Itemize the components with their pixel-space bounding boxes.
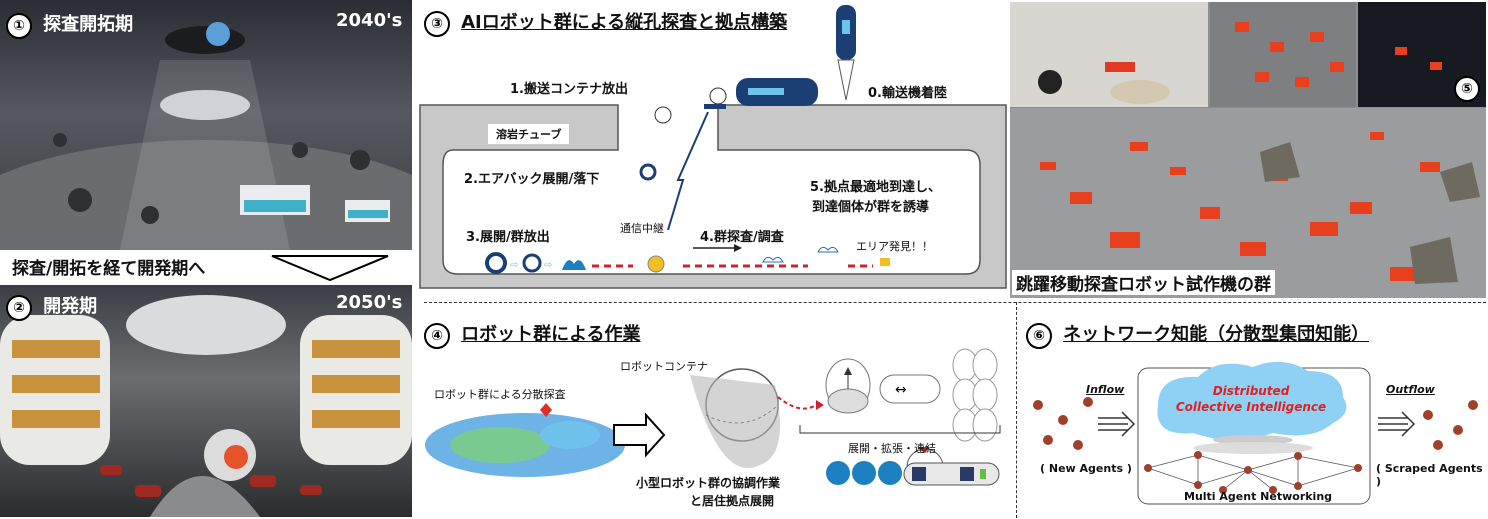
network-label: Multi Agent Networking — [1184, 490, 1333, 503]
panel2-header: ② 開発期 — [6, 292, 97, 321]
earth-icon — [206, 22, 230, 46]
step4-text: 4.群探査/調査 — [700, 230, 784, 245]
new-agents-label: ( New Agents ) — [1040, 462, 1132, 475]
step3-text: 3.展開/群放出 — [466, 230, 550, 245]
scraped-agents-label: ( Scraped Agents ) — [1376, 462, 1483, 488]
relay-text: 通信中継 — [620, 222, 664, 235]
outflow-label: Outflow — [1386, 383, 1435, 396]
cloud-icon — [1157, 361, 1347, 440]
step1-text: 1.搬送コンテナ放出 — [510, 82, 628, 97]
transition-text: 探査/開拓を経て開発期へ — [12, 259, 206, 279]
panel4-title: ロボット群による作業 — [461, 324, 641, 345]
panel6-number: ⑥ — [1026, 323, 1052, 349]
coop-text-b: と居住拠点展開 — [690, 494, 775, 508]
panel2-title: 開発期 — [43, 296, 98, 317]
panel1-image — [0, 0, 412, 250]
panel4-diagram: ↔ — [425, 348, 1001, 486]
down-arrow-icon — [271, 255, 389, 282]
inflow-label: Inflow — [1086, 383, 1125, 396]
panel5-photo — [1010, 2, 1486, 298]
lava-tube-shape — [419, 104, 1007, 289]
moon-surface-illustration — [0, 22, 412, 250]
panel2-number: ② — [6, 295, 32, 321]
cloud-text-a: Distributed — [1212, 384, 1290, 398]
coop-text-a: 小型ロボット群の協調作業 — [636, 476, 781, 490]
panel3-header: ③ AIロボット群による縦孔探査と拠点構築 — [424, 8, 787, 37]
panel5-header: ⑤ — [1454, 76, 1480, 102]
lava-tube-label: 溶岩チューブ — [488, 124, 570, 144]
panel4-header: ④ ロボット群による作業 — [424, 320, 641, 349]
relay-node-icon — [647, 255, 665, 273]
panel2-year: 2050's — [336, 292, 403, 313]
panel5-caption: 跳躍移動探査ロボット試作機の群 — [1012, 270, 1275, 295]
panel6-title: ネットワーク知能（分散型集団知能） — [1063, 324, 1370, 345]
area-found-text: エリア発見！！ — [856, 240, 933, 253]
panel6-header: ⑥ ネットワーク知能（分散型集団知能） — [1026, 320, 1369, 349]
base-city-illustration — [0, 295, 412, 517]
panel6-diagram — [1033, 361, 1478, 505]
panel5-number: ⑤ — [1454, 76, 1480, 102]
panel1-year: 2040's — [336, 10, 403, 31]
step2-text: 2.エアバック展開/落下 — [464, 172, 600, 187]
robot-swarm-photo — [1010, 2, 1486, 298]
panel3-number: ③ — [424, 11, 450, 37]
panel1-header: ① 探査開拓期 — [6, 10, 133, 39]
panel1-number: ① — [6, 13, 32, 39]
cloud-text-b: Collective Intelligence — [1175, 400, 1327, 414]
panel4-number: ④ — [424, 323, 450, 349]
panel1-title: 探査開拓期 — [43, 14, 134, 35]
robot-container-label: ロボットコンテナ — [620, 360, 708, 373]
step5b-text: 到達個体が群を誘導 — [812, 200, 930, 215]
right-arrow-icon — [613, 412, 666, 458]
separator-vertical — [1016, 302, 1017, 518]
svg-text:⇨: ⇨ — [510, 260, 518, 271]
panel3-title: AIロボット群による縦孔探査と拠点構築 — [461, 12, 788, 33]
alert-icon — [540, 403, 552, 417]
separator-horizontal — [424, 302, 1486, 303]
panel3-diagram: ⇨ ⇨ — [419, 5, 1007, 289]
distributed-exploration-label: ロボット群による分散探査 — [434, 388, 566, 401]
step0-text: 0.輸送機着陸 — [868, 86, 947, 101]
panel2-image — [0, 285, 412, 517]
svg-text:↔: ↔ — [895, 382, 907, 398]
expand-label: 展開・拡張・連結 — [848, 442, 936, 455]
svg-text:⇨: ⇨ — [544, 260, 552, 271]
step5a-text: 5.拠点最適地到達し、 — [810, 180, 941, 195]
